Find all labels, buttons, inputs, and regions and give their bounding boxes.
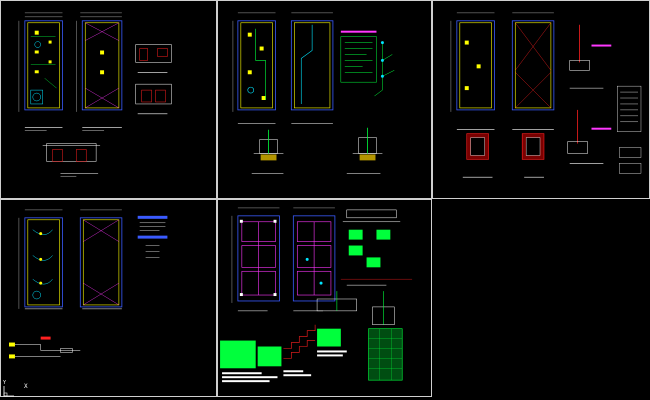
- ucs-y-label: Y: [3, 380, 7, 386]
- sheet-empty-area: [432, 199, 650, 397]
- structural-plans-drawing: [220, 207, 413, 383]
- sheet-electrical-plans[interactable]: [0, 199, 217, 397]
- sheet-floor-plans[interactable]: [0, 0, 217, 199]
- sheet-structural-plans[interactable]: [217, 199, 432, 397]
- gas-plans-drawing: [450, 12, 642, 178]
- ucs-axis-icon: [3, 386, 14, 397]
- ucs-x-label: X: [24, 383, 28, 390]
- electrical-plans-drawing: [9, 209, 168, 359]
- sheet-gas-plans[interactable]: [432, 0, 650, 199]
- floor-plans-drawing: [18, 12, 172, 177]
- sheet-sanitary-plans[interactable]: [217, 0, 432, 199]
- sanitary-plans-drawing: [232, 12, 395, 174]
